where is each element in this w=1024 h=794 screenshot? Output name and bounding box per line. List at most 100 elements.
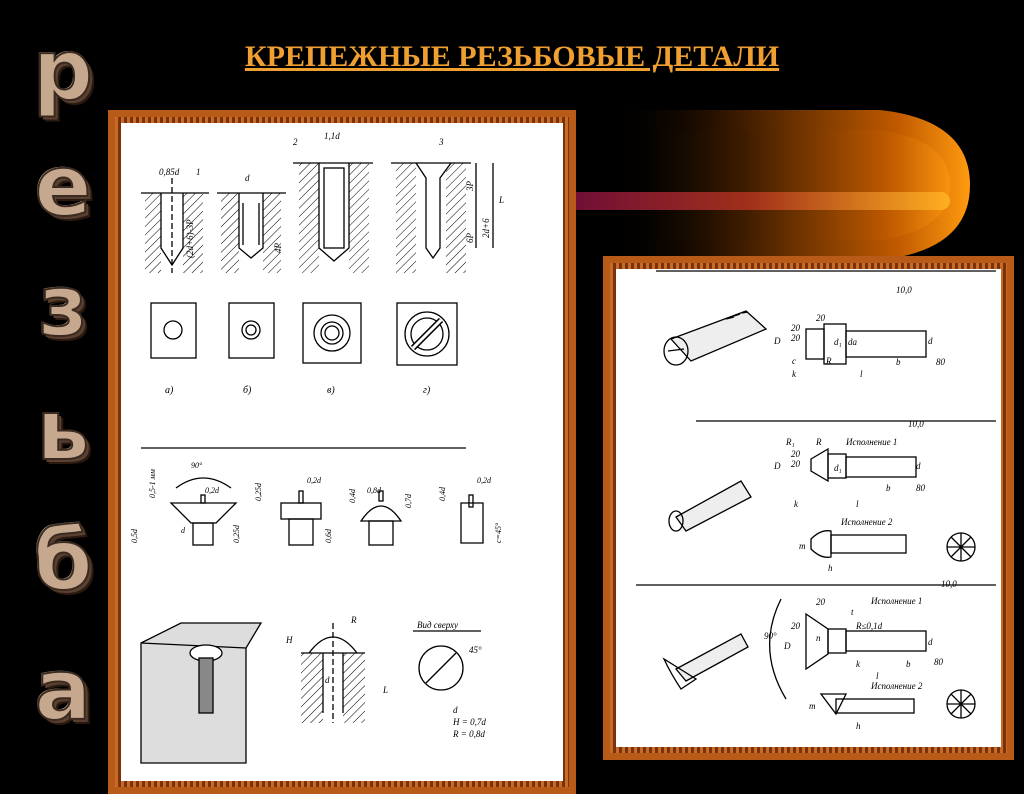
label-d: d xyxy=(245,173,250,183)
heads-label-90: 90° xyxy=(191,461,203,470)
label-2d6-3p: (2d+6)-3P xyxy=(185,219,195,258)
s2-label-h: h xyxy=(828,563,833,573)
s2-variant2: Исполнение 2 xyxy=(840,517,893,527)
heads-label-02d: 0,2d xyxy=(205,486,220,495)
s3-label-n: n xyxy=(816,633,821,643)
label-1: 1 xyxy=(196,167,201,177)
s2-label-20b: 20 xyxy=(791,459,801,469)
screw-heads xyxy=(169,477,484,546)
label-2: 2 xyxy=(293,137,298,147)
label-2d6: 2d+6 xyxy=(481,218,491,238)
s1-label-d: d xyxy=(928,336,933,346)
top-views xyxy=(150,302,458,366)
label-6p: 6P xyxy=(465,233,475,244)
s3-label-b: b xyxy=(906,659,911,669)
s3-label-R: R≤0,1d xyxy=(855,621,883,631)
s1-label-R: R xyxy=(825,356,832,366)
s3-roughness: 10,0 xyxy=(941,579,957,589)
hole-section-1 xyxy=(141,178,209,273)
heads-label-c45: c=45° xyxy=(494,522,503,543)
screw-3 xyxy=(662,598,787,700)
view-label-b: б) xyxy=(243,385,252,396)
heads-label-06d: 0,6d xyxy=(324,528,333,543)
bottom-label-R08d: R = 0,8d xyxy=(452,729,485,739)
bottom-label-d: d xyxy=(325,675,330,685)
bottom-label-L: L xyxy=(382,685,388,695)
s1-label-D: D xyxy=(773,336,781,346)
hole-section-4 xyxy=(391,162,494,273)
heads-label-05-1mm: 0,5-1 мм xyxy=(148,469,157,498)
right-drawing-frame: 10,0 20 20 20 D d d₁ dа R c k l b 80 xyxy=(603,256,1014,760)
hole-section-2 xyxy=(217,192,286,273)
slide-title: КРЕПЕЖНЫЕ РЕЗЬБОВЫЕ ДЕТАЛИ xyxy=(244,40,780,73)
s2-variant1: Исполнение 1 xyxy=(845,437,897,447)
heads-label-07d: 0,7d xyxy=(404,493,413,508)
s3-label-20a: 20 xyxy=(816,597,826,607)
section-with-head xyxy=(301,623,365,723)
s2-label-80: 80 xyxy=(916,483,926,493)
s2-label-l: l xyxy=(856,499,859,509)
heads-label-04d-b: 0,4d xyxy=(438,486,447,501)
bottom-label-H: H xyxy=(285,635,293,645)
view-label-a: а) xyxy=(165,385,174,396)
s2-label-R: R xyxy=(815,437,822,447)
s1-label-l: l xyxy=(860,369,863,379)
bottom-label-H07d: H = 0,7d xyxy=(452,717,486,727)
heads-label-025d-b: 0,25d xyxy=(254,482,263,501)
top-view-circle xyxy=(413,630,481,691)
letter-4: ь xyxy=(35,381,90,479)
s2-label-d1: d₁ xyxy=(834,463,842,473)
screw-1 xyxy=(663,310,768,366)
isometric-block xyxy=(140,622,263,764)
s1-label-20c: 20 xyxy=(791,333,801,343)
heads-label-02d-c: 0,2d xyxy=(477,476,492,485)
letter-1: р xyxy=(32,21,94,119)
s3-label-h: h xyxy=(856,721,861,731)
s3-label-t: t xyxy=(851,607,854,617)
label-3: 3 xyxy=(438,137,444,147)
vertical-word-rezba: р е з ь б а xyxy=(18,21,108,768)
letter-6: а xyxy=(34,641,93,739)
left-drawing-frame: 0,85d 1 d 2 1,1d 3 (2d+6)-3P 4P 3P L 2d+… xyxy=(108,110,576,794)
s2-label-20a: 20 xyxy=(791,449,801,459)
s3-label-m: m xyxy=(809,701,816,711)
s3-label-k: k xyxy=(856,659,861,669)
bottom-label-45: 45° xyxy=(469,645,482,655)
letter-3: з xyxy=(38,257,89,355)
bottom-label-view-top: Вид сверху xyxy=(417,620,458,630)
label-085d: 0,85d xyxy=(159,167,180,177)
screws-drawing: 10,0 20 20 20 D d d₁ dа R c k l b 80 xyxy=(636,270,996,731)
heads-label-04d: 0,4d xyxy=(348,488,357,503)
heads-label-025d-a: 0,25d xyxy=(232,524,241,543)
screw-1-drawing xyxy=(805,323,927,365)
s3-variant2: Исполнение 2 xyxy=(870,681,923,691)
s2-label-D: D xyxy=(773,461,781,471)
heads-label-02d-b: 0,2d xyxy=(307,476,322,485)
decorative-light-beam xyxy=(550,110,970,260)
label-11d: 1,1d xyxy=(324,131,340,141)
s3-variant1: Исполнение 1 xyxy=(870,596,922,606)
view-label-v: в) xyxy=(327,385,335,396)
s2-label-b: b xyxy=(886,483,891,493)
s2-label-d: d xyxy=(916,461,921,471)
s2-label-k: k xyxy=(794,499,799,509)
s2-roughness: 10,0 xyxy=(908,419,924,429)
label-3p: 3P xyxy=(465,181,475,193)
label-4p: 4P xyxy=(273,243,283,254)
view-label-g: г) xyxy=(423,385,431,396)
s1-label-b: b xyxy=(896,357,901,367)
s3-label-D: D xyxy=(783,641,791,651)
s1-label-20a: 20 xyxy=(816,313,826,323)
screw-2-drawing xyxy=(810,447,976,562)
heads-label-08d: 0,8d xyxy=(367,486,382,495)
letter-5: б xyxy=(33,511,94,609)
s1-roughness: 10,0 xyxy=(896,285,912,295)
s3-label-l: l xyxy=(876,671,879,681)
s3-label-d: d xyxy=(928,637,933,647)
screw-2 xyxy=(668,480,752,532)
s3-label-20b: 20 xyxy=(791,621,801,631)
s1-label-80: 80 xyxy=(936,357,946,367)
label-L: L xyxy=(498,195,504,205)
threaded-holes-drawing: 0,85d 1 d 2 1,1d 3 (2d+6)-3P 4P 3P L 2d+… xyxy=(130,131,504,764)
heads-label-d: d xyxy=(181,526,186,535)
